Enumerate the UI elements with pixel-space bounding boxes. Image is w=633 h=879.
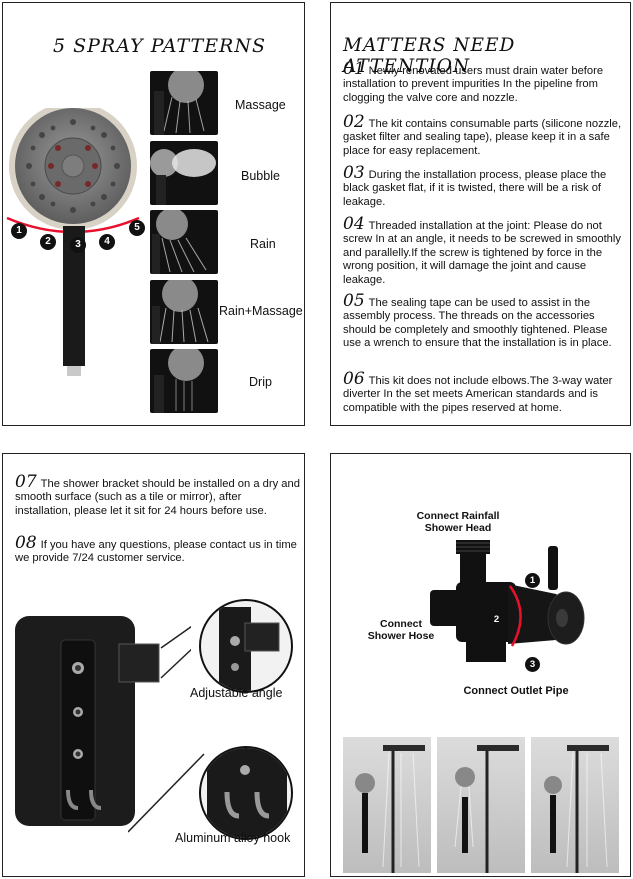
diverter-valve-illustration <box>430 540 585 662</box>
diverter-marker-3: 3 <box>525 657 540 672</box>
diverter-marker-2: 2 <box>489 612 504 627</box>
marker-1: 1 <box>11 223 27 239</box>
rain-spray-image <box>150 210 218 274</box>
shower-install-photo-1 <box>343 737 431 873</box>
pattern-label-drip: Drip <box>249 375 272 389</box>
label-rainfall-head: Connect Rainfall Shower Head <box>416 510 500 534</box>
adjustable-angle-zoom <box>199 599 293 693</box>
spray-patterns-title: 5 SPRAY PATTERNS <box>53 35 267 57</box>
spray-patterns-panel: 5 SPRAY PATTERNS <box>2 2 305 426</box>
hook-zoom <box>199 746 293 840</box>
pattern-label-rain: Rain <box>250 237 276 251</box>
callout-lines-hook <box>128 753 205 833</box>
diverter-marker-1: 1 <box>525 573 540 588</box>
bubble-spray-image <box>150 141 218 205</box>
marker-5: 5 <box>129 220 145 236</box>
shower-install-photo-3 <box>531 737 619 873</box>
callout-aluminum-hook: Aluminum alloy hook <box>175 831 291 845</box>
shower-head-illustration <box>6 108 140 376</box>
label-outlet-pipe: Connect Outlet Pipe <box>463 685 569 697</box>
wall-bracket-illustration <box>15 616 191 826</box>
label-shower-hose: Connect Shower Hose <box>367 618 435 642</box>
shower-install-photo-2 <box>437 737 525 873</box>
massage-spray-image <box>150 71 218 135</box>
marker-3: 3 <box>70 237 86 253</box>
matters-attention-title: MATTERS NEED ATTENTION <box>343 35 516 77</box>
pattern-label-rain-massage: Rain+Massage <box>219 304 303 318</box>
diverter-panel: Connect Rainfall Shower Head Connect Sho… <box>330 453 631 877</box>
callout-adjustable-angle: Adjustable angle <box>190 686 283 700</box>
rain-massage-spray-image <box>150 280 218 344</box>
marker-2: 2 <box>40 234 56 250</box>
drip-spray-image <box>150 349 218 413</box>
pattern-label-bubble: Bubble <box>241 169 280 183</box>
pattern-label-massage: Massage <box>235 98 286 112</box>
marker-4: 4 <box>99 234 115 250</box>
